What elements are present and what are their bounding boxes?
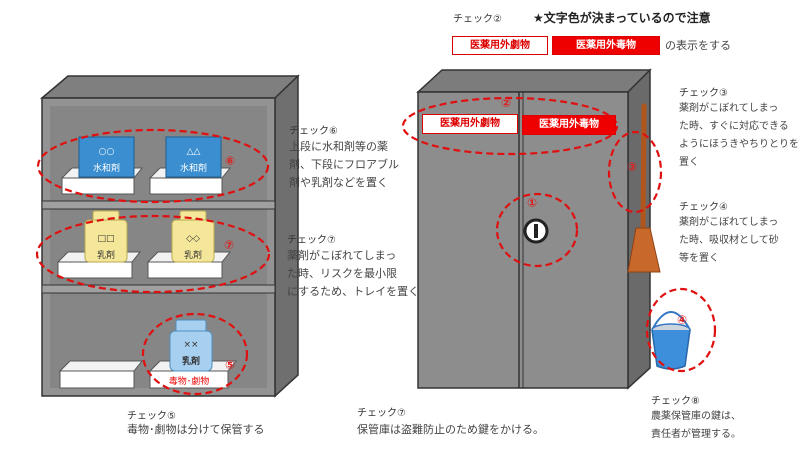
bottle-3-name: 乳剤 [181, 357, 200, 367]
check-4-line-2: た時、吸収材として砂 [679, 235, 779, 246]
label-poison-sample: 医薬用外毒物 [552, 36, 660, 55]
check-7a-line-2: た時、リスクを最小限 [287, 267, 397, 280]
storage-cabinet [416, 68, 652, 390]
check-4-line-1: 薬剤がこぼれてしまっ [679, 217, 779, 228]
check-7a-line-3: にするため、トレイを置く [287, 285, 420, 298]
check-8-title: チェック⑧ [651, 396, 700, 407]
marker-2: ② [501, 96, 512, 110]
cabinet-label-deleterious: 医薬用外劇物 [422, 114, 518, 134]
check-7a-title: チェック⑦ [287, 235, 336, 246]
highlight-6 [36, 128, 270, 204]
broom-icon [627, 103, 661, 273]
check-6-title: チェック⑥ [289, 126, 338, 137]
bottle-2 [171, 219, 215, 263]
check-4-line-3: 等を置く [679, 253, 719, 264]
marker-1: ① [527, 196, 538, 210]
check-3-line-4: 置く [679, 157, 699, 168]
check-7a-line-1: 薬剤がこぼれてしまっ [287, 249, 397, 262]
box-1 [78, 136, 135, 178]
marker-6: ⑥ [225, 154, 236, 168]
sand-bucket-icon [651, 311, 691, 370]
middle-shelf-items [56, 210, 232, 279]
marker-4: ④ [677, 313, 688, 327]
bottom-shelf-items [58, 319, 238, 389]
check-8-line-2: 責任者が管理する。 [651, 429, 741, 440]
check-6-line-2: 剤、下段にフロアブル [289, 158, 399, 171]
highlight-7 [35, 214, 271, 294]
check-3-title: チェック③ [679, 88, 728, 99]
highlight-5 [141, 312, 249, 396]
bottle-2-symbol: ◇◇ [186, 234, 200, 244]
bottom-tray-label: 毒物･劇物 [168, 377, 210, 387]
check-4-title: チェック④ [679, 202, 728, 213]
check-6-line-1: 上段に水和剤等の薬 [289, 140, 388, 153]
highlight-2 [401, 96, 619, 156]
box-2-symbol: △△ [186, 147, 201, 157]
check-2-title: チェック② [453, 14, 502, 25]
check-5-line-1: 毒物･劇物は分けて保管する [127, 423, 265, 436]
check-6-line-3: 剤や乳剤などを置く [289, 176, 388, 189]
highlight-3 [607, 130, 663, 214]
bottle-3-symbol: ×× [183, 340, 199, 350]
highlight-4 [645, 287, 717, 373]
box-1-name: 水和剤 [92, 164, 120, 174]
check-7b-title: チェック⑦ [357, 408, 406, 419]
highlight-1 [495, 192, 579, 268]
bottle-3 [169, 330, 213, 372]
check-2-note: ★文字色が決まっているので注意 [533, 11, 711, 25]
check-3-line-1: 薬剤がこぼれてしまっ [679, 103, 779, 114]
box-2-name: 水和剤 [179, 164, 207, 174]
marker-7: ⑦ [224, 238, 235, 252]
check-5-title: チェック⑤ [127, 411, 176, 422]
marker-3: ③ [627, 160, 638, 174]
check-3-line-3: ようにほうきやちりとりを [679, 139, 799, 150]
marker-5: ⑤ [225, 358, 236, 372]
bottle-2-name: 乳剤 [183, 251, 202, 261]
label-suffix: の表示をする [665, 39, 731, 52]
check-8-line-1: 農薬保管庫の鍵は、 [651, 411, 741, 422]
cabinet-label-poison: 医薬用外毒物 [522, 115, 616, 135]
top-shelf-items [60, 136, 232, 195]
bottle-1-symbol: □□ [97, 234, 115, 244]
check-7b-line-1: 保管庫は盗難防止のため鍵をかける。 [357, 423, 544, 436]
box-2 [165, 136, 222, 178]
check-3-line-2: た時、すぐに対応できる [679, 121, 789, 132]
label-deleterious-sample: 医薬用外劇物 [452, 36, 548, 55]
bottle-1 [84, 219, 128, 263]
bottle-1-name: 乳剤 [96, 251, 115, 261]
box-1-symbol: ○○ [98, 147, 115, 157]
